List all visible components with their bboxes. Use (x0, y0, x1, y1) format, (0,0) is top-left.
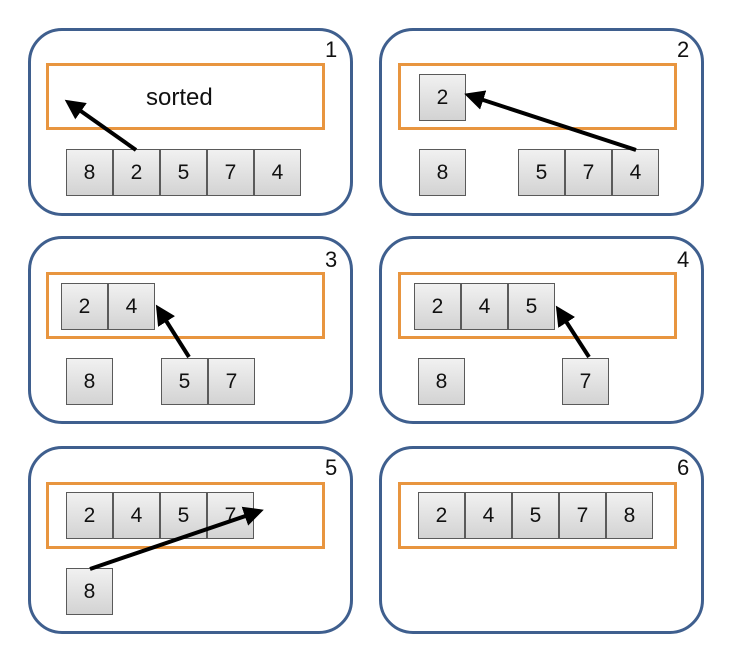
value-cell: 7 (562, 358, 609, 405)
value-cell: 2 (418, 492, 465, 539)
value-cell: 7 (207, 149, 254, 196)
value-cell: 7 (207, 492, 254, 539)
value-cell: 4 (465, 492, 512, 539)
value-cell: 7 (208, 358, 255, 405)
value-cell: 5 (508, 283, 555, 330)
value-cell: 7 (559, 492, 606, 539)
panel-number: 2 (677, 37, 690, 62)
value-cell: 8 (418, 358, 465, 405)
value-cell: 8 (66, 149, 113, 196)
value-cell: 5 (160, 149, 207, 196)
panel-number: 6 (677, 455, 690, 480)
value-cell: 8 (66, 358, 113, 405)
value-cell: 7 (565, 149, 612, 196)
value-cell: 2 (113, 149, 160, 196)
panel-number: 4 (677, 247, 690, 272)
sorted-label: sorted (146, 84, 213, 111)
value-cell: 8 (606, 492, 653, 539)
value-cell: 4 (461, 283, 508, 330)
value-cell: 2 (66, 492, 113, 539)
value-cell: 8 (419, 149, 466, 196)
value-cell: 4 (254, 149, 301, 196)
panel-number: 5 (325, 455, 338, 480)
value-cell: 5 (160, 492, 207, 539)
value-cell: 2 (61, 283, 108, 330)
panel-number: 1 (325, 37, 338, 62)
panel-number: 3 (325, 247, 338, 272)
value-cell: 5 (161, 358, 208, 405)
value-cell: 2 (419, 74, 466, 121)
value-cell: 4 (108, 283, 155, 330)
value-cell: 5 (518, 149, 565, 196)
value-cell: 8 (66, 568, 113, 615)
value-cell: 4 (612, 149, 659, 196)
value-cell: 2 (414, 283, 461, 330)
value-cell: 5 (512, 492, 559, 539)
value-cell: 4 (113, 492, 160, 539)
